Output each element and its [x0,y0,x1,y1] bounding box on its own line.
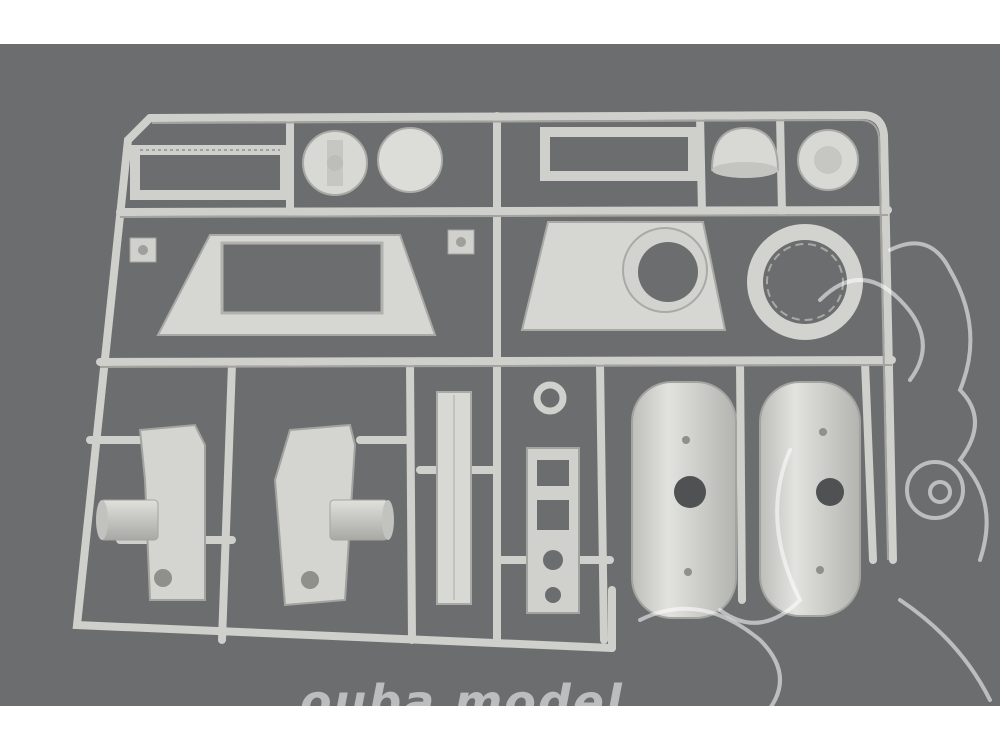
part-round-hatch-1 [302,130,368,196]
part-fuel-tank-right [759,381,861,617]
part-trapezoid-plate-hole [520,221,727,331]
part-ring-gear [747,224,863,340]
watermark-mascot-outline [638,241,992,722]
part-small-block-right [447,229,475,255]
part-small-ring [533,381,567,415]
watermark-text: ouba model [300,675,624,729]
part-dome-1 [710,126,780,178]
part-bracket-right [273,423,394,607]
part-ladder-frame [526,447,580,614]
part-top-frame-left [130,145,290,200]
part-bracket-left [96,423,206,601]
part-small-block-left [129,237,157,263]
part-trapezoid-plate-frame [156,234,437,336]
part-round-hatch-2 [377,127,443,193]
part-fuel-tank-left [631,381,737,619]
part-top-frame-right [540,127,698,181]
sprue-frame-shading [99,118,893,561]
part-long-bar [436,391,472,605]
part-dome-2 [797,129,859,191]
